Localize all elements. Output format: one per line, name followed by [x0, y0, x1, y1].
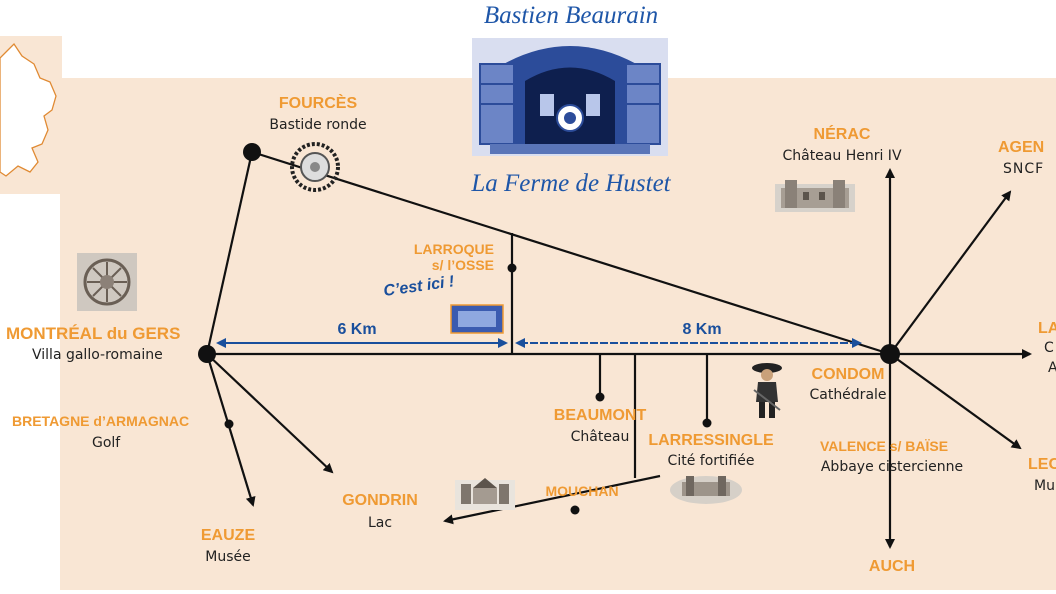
distance-right-label: 8 Km [682, 321, 722, 338]
mouchan-name: MOUCHAN [545, 483, 619, 499]
eauze-sub: Musée [205, 549, 251, 565]
fources-sub: Bastide ronde [269, 117, 367, 133]
farm-location-inner [458, 311, 496, 327]
road-eauze [205, 353, 256, 507]
condom-node [880, 344, 900, 364]
fources-name: FOURCÈS [278, 95, 358, 112]
bretagne-sub: Golf [92, 435, 121, 451]
bretagne-name: BRETAGNE d’ARMAGNAC [12, 413, 190, 429]
farm-barn-icon [470, 36, 670, 158]
castle-icon [455, 470, 515, 514]
road-gondrin [443, 474, 661, 525]
larressingle-sub: Cité fortifiée [667, 453, 755, 469]
larressingle-name: LARRESSINGLE [648, 432, 774, 449]
larroque-name-2: s/ l’OSSE [431, 257, 494, 273]
bretagne-dot [224, 419, 234, 429]
nerac-name: NÉRAC [813, 126, 871, 143]
road-lec [889, 353, 1022, 450]
montreal-sub: Villa gallo-romaine [32, 347, 163, 363]
lec-partial-sub: Mu [1034, 478, 1055, 494]
fortified-city-icon [668, 470, 744, 510]
gondrin-name: GONDRIN [342, 492, 418, 509]
brand-name-bottom: La Ferme de Hustet [471, 170, 671, 197]
larroque-name-1: LARROQUE [413, 241, 494, 257]
fources-node [243, 143, 261, 161]
road-fources-condom [251, 150, 891, 356]
montreal-name: MONTRÉAL du GERS [6, 324, 181, 343]
mosaic-icon [77, 253, 137, 315]
road-montreal-fources [205, 151, 254, 355]
agen-name: AGEN [998, 139, 1045, 156]
condom-name: CONDOM [811, 366, 885, 383]
musketeer-icon [750, 360, 784, 424]
larroque-dot [507, 263, 517, 273]
auch-name: AUCH [868, 558, 916, 575]
lec-partial-name: LEC [1028, 456, 1056, 473]
france-map-icon [0, 36, 62, 194]
distance-left-label: 6 Km [337, 321, 377, 338]
beaumont-name: BEAUMONT [553, 407, 647, 424]
larressingle-dot [702, 418, 712, 428]
valence-name: VALENCE s/ BAÏSE [819, 438, 949, 454]
road-agen [889, 190, 1012, 355]
mouchan-dot [570, 505, 580, 515]
beaumont-sub: Château [570, 429, 630, 445]
chateau-icon [775, 176, 855, 216]
la-partial-sub-a: C [1044, 340, 1054, 356]
beaumont-dot [595, 392, 605, 402]
brand-name-top: Bastien Beaurain [483, 2, 659, 29]
la-partial-sub-b: A [1048, 360, 1056, 376]
condom-sub: Cathédrale [809, 387, 887, 403]
agen-sub: SNCF [1003, 161, 1045, 177]
road-montreal-gondrin [206, 353, 334, 474]
eauze-name: EAUZE [200, 527, 256, 544]
montreal-node [198, 345, 216, 363]
la-partial-name: LA [1038, 320, 1056, 337]
valence-sub: Abbaye cistercienne [820, 459, 964, 475]
round-bastide-icon [284, 140, 346, 198]
nerac-sub: Château Henri IV [782, 148, 902, 164]
gondrin-sub: Lac [367, 515, 393, 531]
